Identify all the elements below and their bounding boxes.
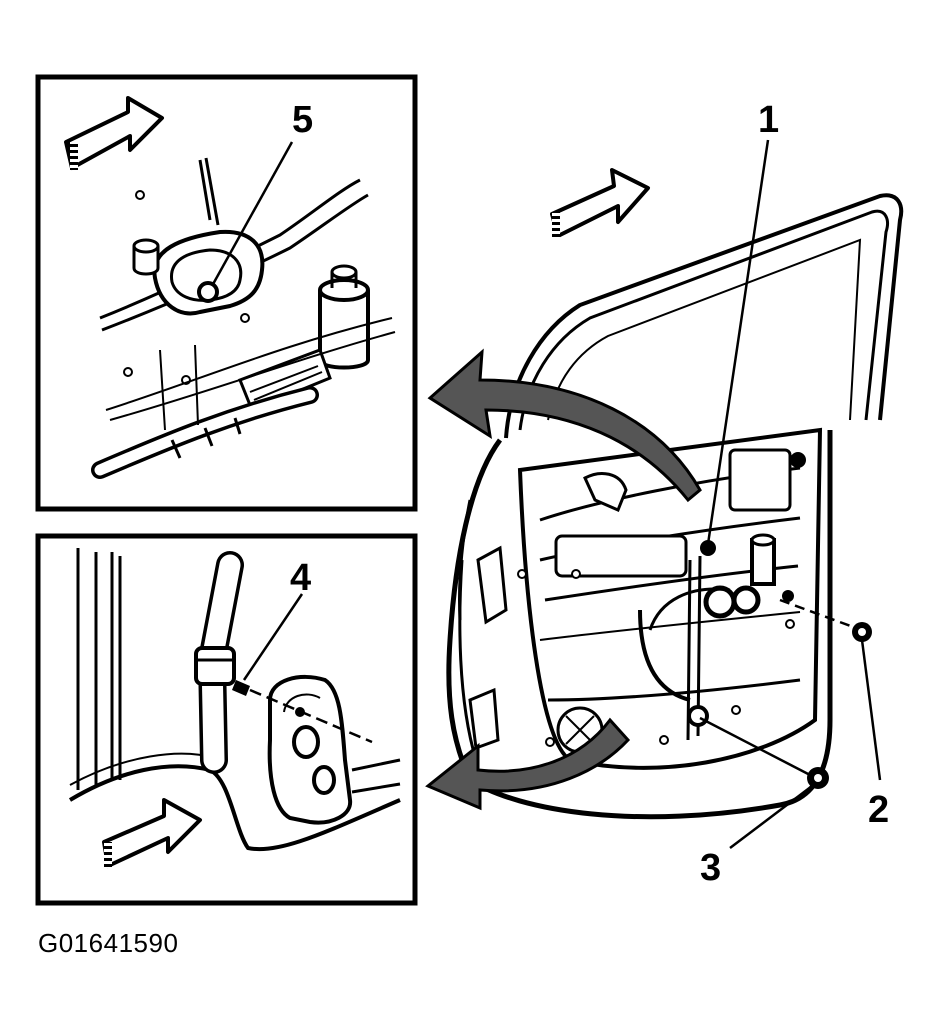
leader-line-1 <box>706 139 770 545</box>
callout-2: 2 <box>868 789 889 831</box>
direction-arrow-icon <box>102 798 202 868</box>
callout-3: 3 <box>700 847 721 889</box>
removal-direction-arrow-icon <box>427 348 702 503</box>
direction-arrow-icon <box>550 168 650 240</box>
callout-1: 1 <box>758 99 779 141</box>
direction-arrow-icon <box>64 96 164 170</box>
door-assembly <box>446 193 904 820</box>
callout-4: 4 <box>290 557 311 599</box>
inset-panel-top <box>35 74 418 512</box>
removal-direction-arrow-icon <box>425 717 631 811</box>
callout-5: 5 <box>292 99 313 141</box>
figure-id-label: G01641590 <box>38 928 179 958</box>
leader-line-2 <box>860 639 882 781</box>
leader-line-3 <box>729 785 813 849</box>
inset-panel-bottom <box>35 533 418 906</box>
